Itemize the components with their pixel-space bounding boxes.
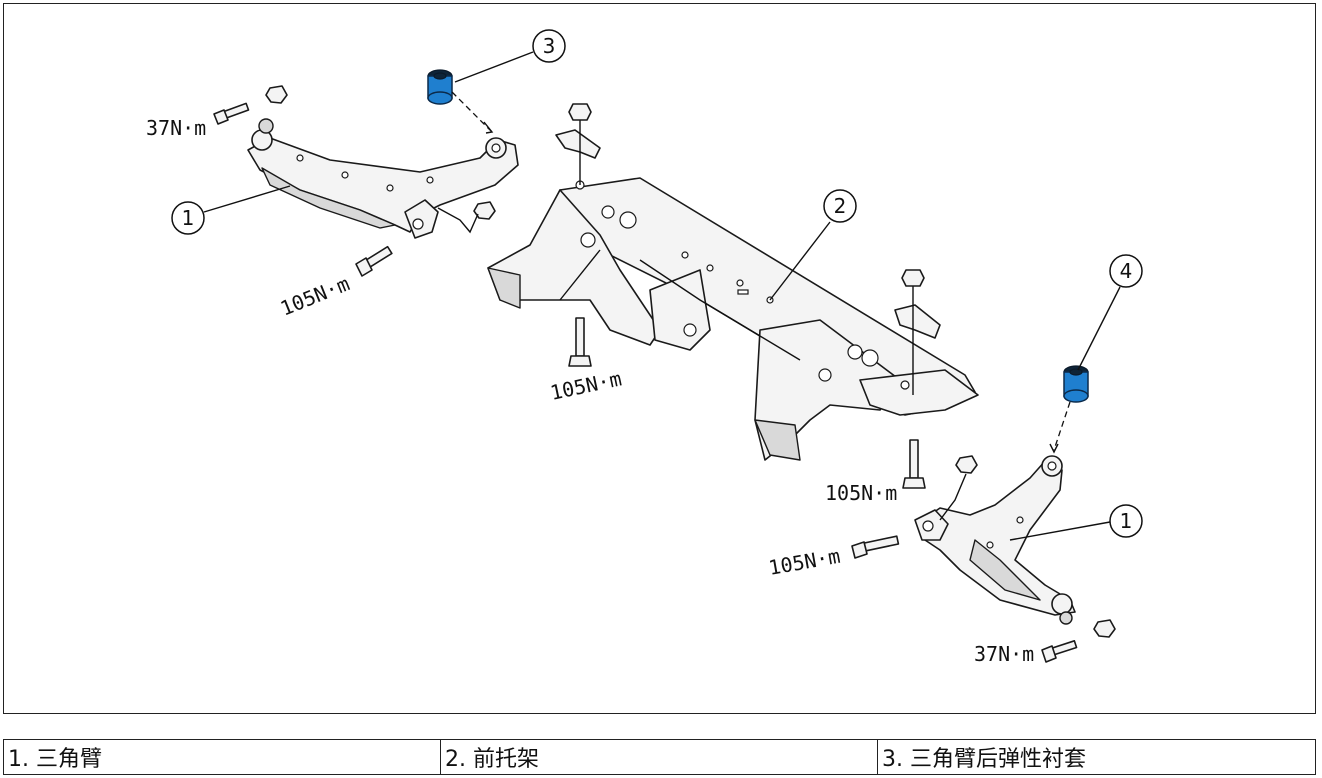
nut [1093,619,1116,638]
front-subframe [487,103,979,489]
callout-4: 4 [1077,254,1143,371]
nut [568,103,592,121]
bolt [568,317,592,367]
control-arm-left [247,118,519,239]
control-arm-right [914,455,1076,625]
exploded-diagram: 1 2 3 1 4 37N·m 105N·m 105N·m 105N·m 105… [146,29,1143,666]
bushing-4 [1063,365,1089,403]
callout-1-left: 1 [171,185,291,235]
parts-legend-table: 1. 三角臂 2. 前托架 3. 三角臂后弹性衬套 [3,739,1316,775]
bracket-clip-right [894,304,941,339]
svg-text:4: 4 [1120,259,1133,283]
legend-cell-2: 2. 前托架 [440,739,878,775]
callout-2: 2 [769,189,857,301]
svg-text:2: 2 [834,194,847,218]
nut [473,201,496,220]
callout-1-right: 1 [1009,504,1143,541]
torque-label: 105N·m [548,366,624,404]
torque-label: 37N·m [146,116,206,140]
nut [265,85,288,104]
svg-text:1: 1 [1120,509,1133,533]
legend-cell-3: 3. 三角臂后弹性衬套 [877,739,1316,775]
svg-text:3: 3 [543,34,556,58]
torque-label: 37N·m [974,642,1034,666]
legend-row: 1. 三角臂 2. 前托架 3. 三角臂后弹性衬套 [3,739,1316,775]
bolt [355,245,393,277]
bushing-3 [427,69,453,105]
svg-text:1: 1 [182,206,195,230]
bolt [213,102,250,125]
bolt [902,439,926,489]
torque-label: 105N·m [767,544,842,580]
nut [901,269,925,287]
bolt [851,535,900,559]
callout-3: 3 [454,29,566,83]
torque-label: 105N·m [277,271,353,320]
bracket-clip-left [555,129,601,159]
torque-label: 105N·m [825,481,897,505]
bolt [1041,640,1078,663]
legend-cell-1: 1. 三角臂 [3,739,441,775]
nut [955,455,978,474]
